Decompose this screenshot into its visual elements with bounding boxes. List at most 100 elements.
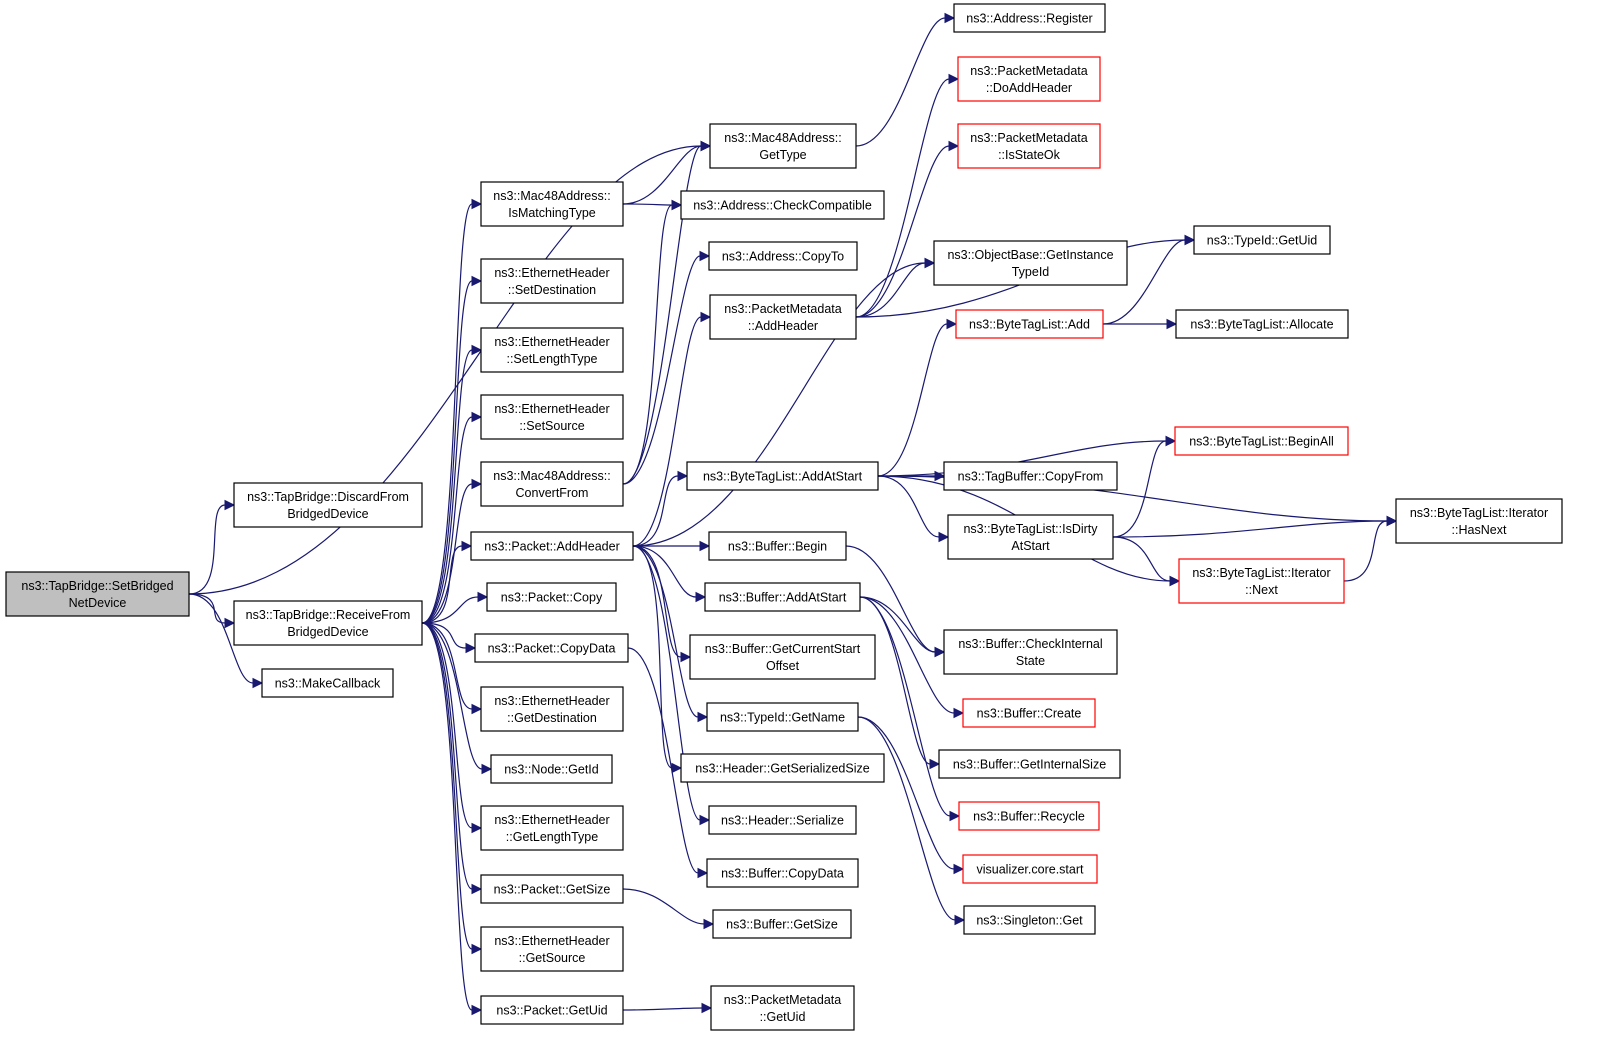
node-n36[interactable]: ns3::ByteTagList::Add [955, 309, 1104, 339]
node-box[interactable] [480, 394, 624, 440]
node-box[interactable] [689, 634, 876, 680]
node-box[interactable] [708, 241, 858, 271]
node-box[interactable] [709, 294, 857, 340]
node-n34[interactable]: ns3::PacketMetadata::IsStateOk [957, 123, 1101, 169]
node-box[interactable] [480, 926, 624, 972]
node-n16[interactable]: ns3::EthernetHeader::GetSource [480, 926, 624, 972]
node-box[interactable] [480, 805, 624, 851]
node-box[interactable] [712, 909, 852, 939]
node-n37[interactable]: ns3::TagBuffer::CopyFrom [943, 461, 1118, 491]
node-box[interactable] [1395, 498, 1563, 544]
node-box[interactable] [486, 582, 617, 612]
node-box[interactable] [962, 698, 1096, 728]
node-box[interactable] [680, 190, 885, 220]
node-box[interactable] [686, 461, 879, 491]
node-box[interactable] [1178, 558, 1345, 604]
node-box[interactable] [708, 805, 857, 835]
node-box[interactable] [1193, 225, 1331, 255]
node-box[interactable] [938, 749, 1121, 779]
node-box[interactable] [261, 668, 394, 698]
node-box[interactable] [490, 754, 613, 784]
node-n22[interactable]: ns3::ByteTagList::AddAtStart [686, 461, 879, 491]
node-box[interactable] [480, 181, 624, 227]
node-n45[interactable]: ns3::TypeId::GetUid [1193, 225, 1331, 255]
node-n41[interactable]: ns3::Buffer::GetInternalSize [938, 749, 1121, 779]
node-box[interactable] [706, 858, 859, 888]
node-n9[interactable]: ns3::Packet::AddHeader [470, 531, 634, 561]
node-n20[interactable]: ns3::Address::CopyTo [708, 241, 858, 271]
node-box[interactable] [943, 461, 1118, 491]
node-n42[interactable]: ns3::Buffer::Recycle [958, 801, 1100, 831]
node-n4[interactable]: ns3::Mac48Address::IsMatchingType [480, 181, 624, 227]
node-box[interactable] [962, 854, 1098, 884]
node-n23[interactable]: ns3::Buffer::Begin [708, 531, 847, 561]
node-box[interactable] [470, 531, 634, 561]
node-box[interactable] [943, 629, 1118, 675]
node-n7[interactable]: ns3::EthernetHeader::SetSource [480, 394, 624, 440]
node-n5[interactable]: ns3::EthernetHeader::SetDestination [480, 258, 624, 304]
node-n48[interactable]: ns3::ByteTagList::Iterator::Next [1178, 558, 1345, 604]
node-box[interactable] [957, 123, 1101, 169]
node-n14[interactable]: ns3::EthernetHeader::GetLengthType [480, 805, 624, 851]
node-n28[interactable]: ns3::Header::Serialize [708, 805, 857, 835]
node-n18[interactable]: ns3::Mac48Address::GetType [709, 123, 857, 169]
node-n33[interactable]: ns3::PacketMetadata::DoAddHeader [957, 56, 1101, 102]
node-n24[interactable]: ns3::Buffer::AddAtStart [704, 582, 861, 612]
node-n8[interactable]: ns3::Mac48Address::ConvertFrom [480, 461, 624, 507]
node-box[interactable] [5, 571, 190, 617]
node-box[interactable] [480, 874, 624, 904]
node-n12[interactable]: ns3::EthernetHeader::GetDestination [480, 686, 624, 732]
node-box[interactable] [953, 3, 1106, 33]
node-n15[interactable]: ns3::Packet::GetSize [480, 874, 624, 904]
node-n31[interactable]: ns3::PacketMetadata::GetUid [710, 985, 855, 1031]
node-box[interactable] [955, 309, 1104, 339]
node-n49[interactable]: ns3::ByteTagList::Iterator::HasNext [1395, 498, 1563, 544]
node-n47[interactable]: ns3::ByteTagList::BeginAll [1174, 426, 1349, 456]
node-box[interactable] [480, 686, 624, 732]
node-box[interactable] [710, 985, 855, 1031]
node-n3[interactable]: ns3::MakeCallback [261, 668, 394, 698]
node-n11[interactable]: ns3::Packet::CopyData [474, 633, 629, 663]
node-box[interactable] [704, 582, 861, 612]
node-box[interactable] [480, 258, 624, 304]
node-box[interactable] [233, 600, 423, 646]
node-box[interactable] [947, 514, 1114, 560]
node-n10[interactable]: ns3::Packet::Copy [486, 582, 617, 612]
node-box[interactable] [680, 753, 885, 783]
node-box[interactable] [706, 702, 859, 732]
node-n21[interactable]: ns3::PacketMetadata::AddHeader [709, 294, 857, 340]
node-n32[interactable]: ns3::Address::Register [953, 3, 1106, 33]
node-n44[interactable]: ns3::Singleton::Get [963, 905, 1096, 935]
node-box[interactable] [474, 633, 629, 663]
node-box[interactable] [963, 905, 1096, 935]
node-box[interactable] [958, 801, 1100, 831]
node-n27[interactable]: ns3::Header::GetSerializedSize [680, 753, 885, 783]
node-box[interactable] [957, 56, 1101, 102]
node-n19[interactable]: ns3::Address::CheckCompatible [680, 190, 885, 220]
node-n17[interactable]: ns3::Packet::GetUid [480, 995, 624, 1025]
node-box[interactable] [480, 327, 624, 373]
node-box[interactable] [1174, 426, 1349, 456]
node-n30[interactable]: ns3::Buffer::GetSize [712, 909, 852, 939]
node-box[interactable] [480, 461, 624, 507]
node-box[interactable] [933, 240, 1128, 286]
node-box[interactable] [1175, 309, 1349, 339]
node-box[interactable] [233, 482, 423, 528]
node-box[interactable] [708, 531, 847, 561]
node-box[interactable] [709, 123, 857, 169]
node-n13[interactable]: ns3::Node::GetId [490, 754, 613, 784]
node-box[interactable] [480, 995, 624, 1025]
node-n29[interactable]: ns3::Buffer::CopyData [706, 858, 859, 888]
node-n6[interactable]: ns3::EthernetHeader::SetLengthType [480, 327, 624, 373]
node-n26[interactable]: ns3::TypeId::GetName [706, 702, 859, 732]
node-n46[interactable]: ns3::ByteTagList::Allocate [1175, 309, 1349, 339]
node-n43[interactable]: visualizer.core.start [962, 854, 1098, 884]
node-n40[interactable]: ns3::Buffer::Create [962, 698, 1096, 728]
